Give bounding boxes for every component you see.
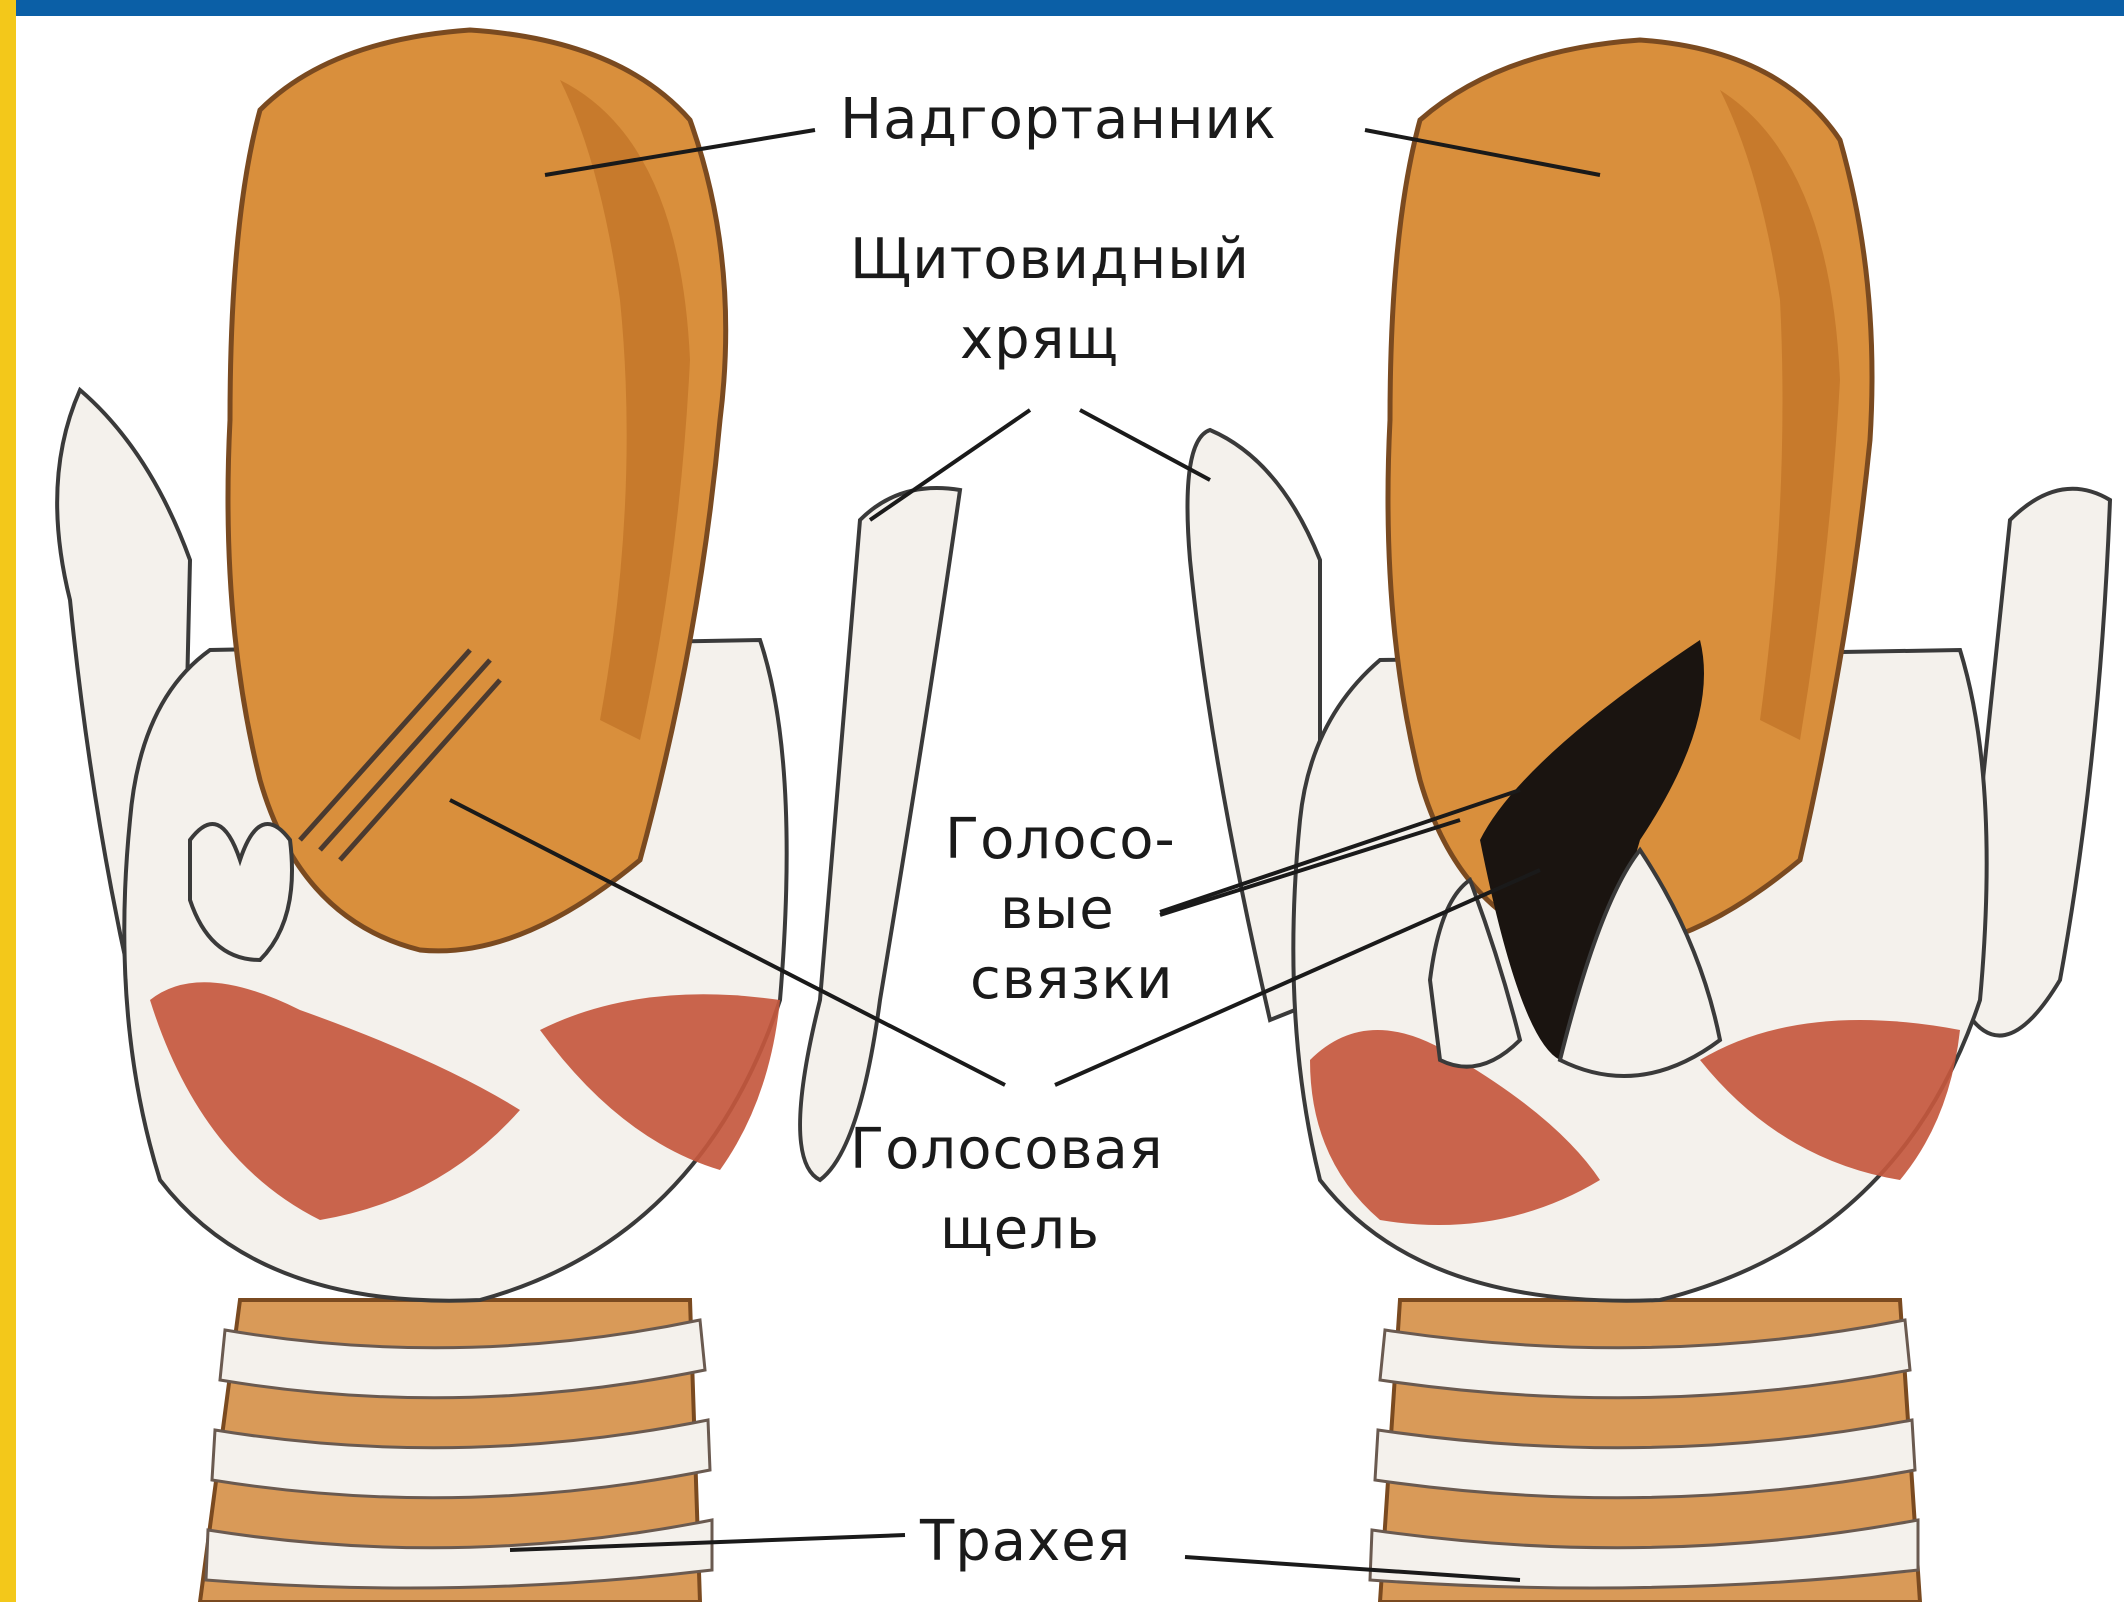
label-cords-line1: Голосо- (945, 808, 1176, 872)
leader-thyroid-right (1080, 410, 1210, 480)
label-glottis-line1: Голосовая (850, 1118, 1164, 1182)
label-trachea: Трахея (920, 1510, 1131, 1574)
left-thyroid-wing-right (800, 488, 960, 1180)
label-cords-line2: вые (1000, 878, 1115, 942)
top-bar (0, 0, 2124, 16)
left-border (0, 0, 16, 1602)
label-thyroid-line2: хрящ (960, 308, 1119, 372)
label-cords-line3: связки (970, 948, 1173, 1012)
label-epiglottis: Надгортанник (840, 88, 1277, 152)
left-larynx (57, 30, 960, 1602)
label-thyroid-line1: Щитовидный (850, 228, 1250, 292)
right-larynx (1188, 40, 2111, 1602)
label-glottis-line2: щель (940, 1198, 1100, 1262)
